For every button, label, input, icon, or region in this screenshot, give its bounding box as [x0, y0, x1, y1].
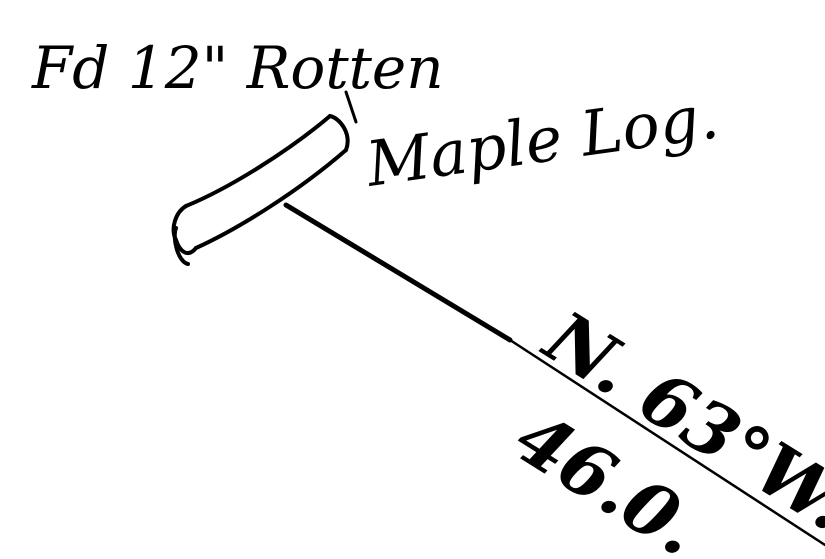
- leader-tick: [344, 90, 358, 124]
- survey-line: [283, 202, 825, 547]
- note-line-1: Fd 12" Rotten: [31, 34, 444, 102]
- rotten-log: [171, 114, 350, 266]
